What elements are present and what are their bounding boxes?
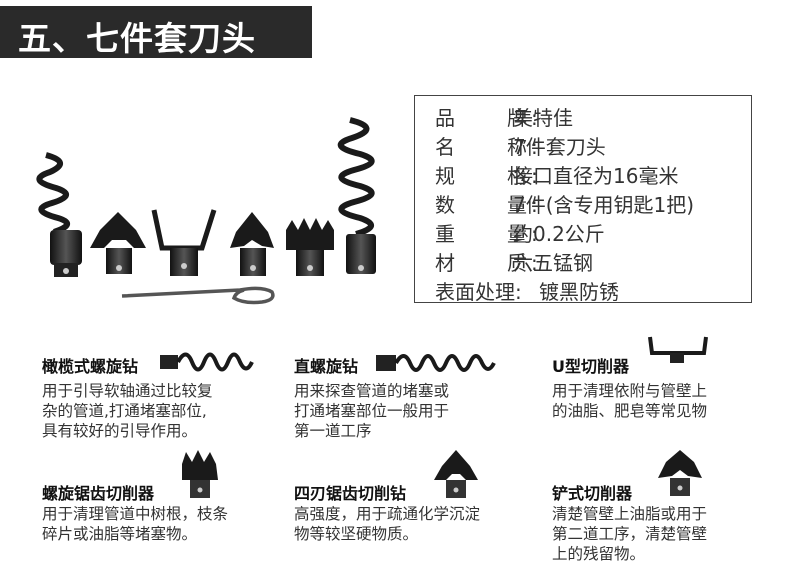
item-name: 螺旋锯齿切削器 <box>42 484 155 503</box>
shovel-cutter-icon <box>658 450 702 496</box>
straight-spiral-drill-icon <box>376 354 496 372</box>
item-name: 铲式切削器 <box>552 484 633 503</box>
u-cutter-icon <box>648 336 708 363</box>
item-description: 用来探查管道的堵塞或打通堵塞部位一般用于第一道工序 <box>294 382 450 440</box>
u-cutter-image <box>151 209 217 276</box>
item-name: 直螺旋钻 <box>294 357 359 376</box>
four-blade-drill-icon <box>434 450 478 498</box>
title-banner: 五、七件套刀头 <box>0 6 312 58</box>
saw-tooth-cutter-image <box>286 218 334 276</box>
product-photo <box>36 117 376 305</box>
item-description: 用于清理依附与管壁上的油脂、肥皂等常见物 <box>552 382 708 420</box>
olive-spiral-drill-image <box>36 152 82 277</box>
item-description: 高强度，用于疏通化学沉淀物等较坚硬物质。 <box>294 505 481 543</box>
straight-spiral-drill-image <box>337 117 376 274</box>
item-description: 清楚管壁上油脂或用于第二道工序，清楚管壁上的残留物。 <box>552 505 708 563</box>
item-name: U型切削器 <box>552 357 629 376</box>
item-description: 用于引导软轴通过比较复杂的管道,打通堵塞部位,具有较好的引导作用。 <box>42 382 213 440</box>
page-title: 五、七件套刀头 <box>18 19 256 58</box>
key-image <box>121 286 275 305</box>
four-blade-drill-image <box>90 212 146 274</box>
saw-tooth-cutter-icon <box>182 450 218 498</box>
spec-table: 品 牌: 美特佳 名 称: 7件套刀头 规 格: 接口直径为16毫米 数 量: … <box>414 95 752 304</box>
item-name: 四刃锯齿切削钻 <box>294 484 407 503</box>
item-description: 用于清理管道中树根，枝条碎片或油脂等堵塞物。 <box>42 505 229 543</box>
olive-spiral-drill-icon <box>160 352 254 372</box>
item-name: 橄榄式螺旋钻 <box>42 357 139 376</box>
shovel-cutter-image <box>230 212 274 276</box>
